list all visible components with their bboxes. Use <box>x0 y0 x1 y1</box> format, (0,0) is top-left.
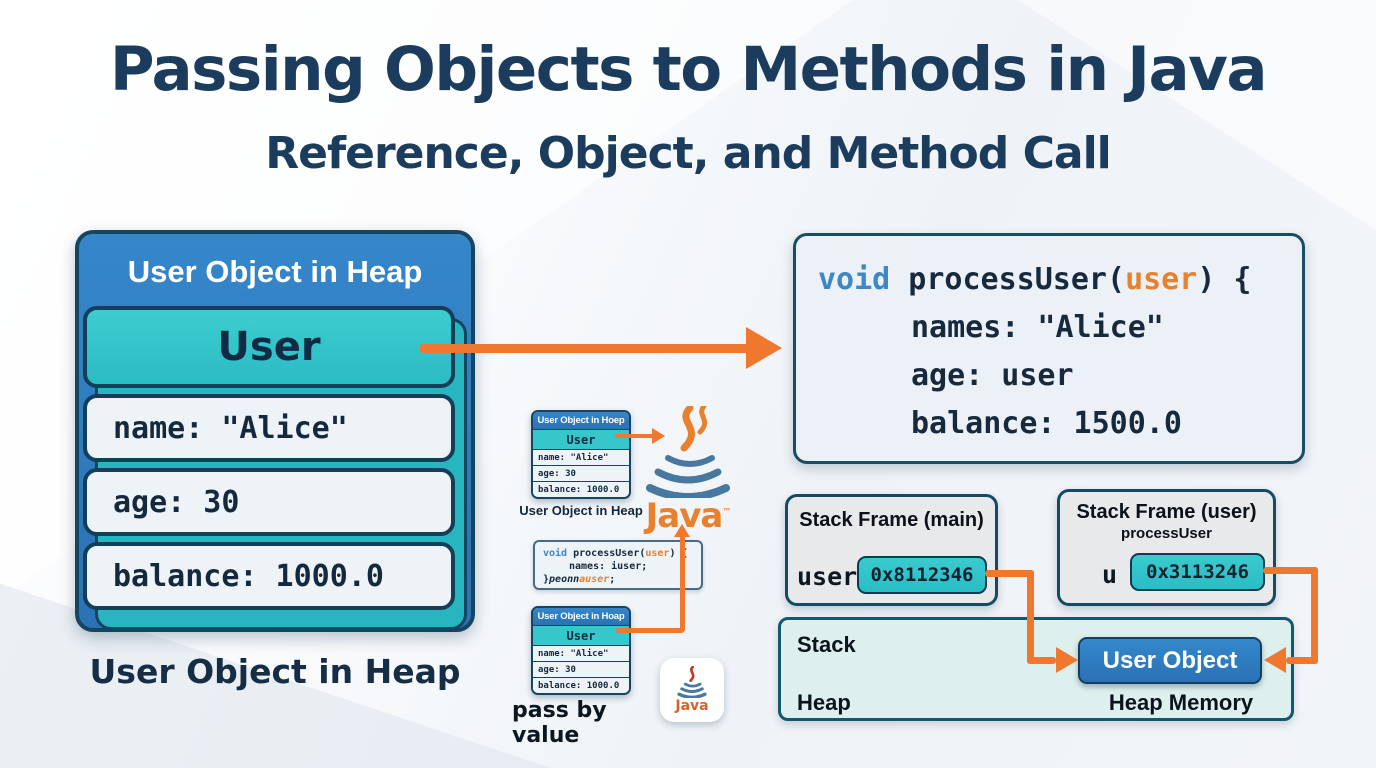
arrow-main-ref-h1 <box>985 570 1034 577</box>
mini-code-line2: names: iuser; <box>569 561 648 572</box>
stack-label: Stack <box>797 632 856 657</box>
mini-card-top-class: User <box>533 429 629 450</box>
arrow-object-to-method-line <box>420 344 750 353</box>
field-row-name: name: "Alice" <box>83 394 455 462</box>
address-pill-main: 0x8112346 <box>857 556 987 594</box>
arrow-mini-to-java-head <box>652 428 665 444</box>
java-logo-icon: Java™ <box>638 403 738 536</box>
field-row-balance: balance: 1000.0 <box>83 542 455 610</box>
stack-frame-user-title: Stack Frame (user) <box>1076 501 1257 523</box>
mini-heap-card-top: User Object in Hoep User name: "Alice" a… <box>531 410 631 499</box>
mini-field-age: age: 30 <box>533 662 629 678</box>
mini-code-line1: void processUser(user) { <box>543 548 688 559</box>
code-line-balance: balance: 1500.0 <box>911 406 1182 441</box>
java-badge-label: Java <box>675 698 709 714</box>
code-line-signature: void processUser(user) { <box>818 262 1252 297</box>
arrow-card-to-java-hline <box>616 628 684 633</box>
arrow-main-ref-v <box>1027 570 1034 664</box>
mini-field-age: age: 30 <box>533 466 629 482</box>
heap-card-caption: User Object in Heap <box>89 652 461 691</box>
arrow-mini-to-java-line <box>615 434 653 438</box>
heap-memory-label: Heap Memory <box>1108 690 1254 715</box>
mini-heap-card-bottom: User Object in Hoap User name: "Alice" a… <box>531 606 631 695</box>
mini-card-bottom-class: User <box>533 625 629 646</box>
user-object-node: User Object <box>1078 637 1262 684</box>
code-line-names: names: "Alice" <box>911 310 1164 345</box>
stack-frame-user-subtitle: processUser <box>1121 525 1212 542</box>
java-badge: Java <box>660 658 724 722</box>
arrow-u-ref-h2 <box>1286 657 1318 664</box>
field-row-age: age: 30 <box>83 468 455 536</box>
page-title: Passing Objects to Methods in Java <box>109 34 1268 105</box>
arrow-object-to-method-head <box>746 327 782 369</box>
mini-card-bottom-header: User Object in Hoap <box>533 608 629 625</box>
page-subtitle: Reference, Object, and Method Call <box>265 128 1112 179</box>
mini-card-top-caption: User Object in Heap <box>519 503 643 518</box>
heap-card-header: User Object in Heap <box>127 254 423 289</box>
arrow-u-ref-head <box>1264 647 1286 673</box>
code-line-age: age: user <box>911 358 1074 393</box>
class-name-header: User <box>83 306 455 388</box>
mini-field-balance: balance: 1000.0 <box>533 678 629 693</box>
arrow-u-ref-v <box>1311 567 1318 664</box>
heap-label: Heap <box>797 690 851 715</box>
var-user-label: user <box>797 562 858 591</box>
pass-by-value-caption: pass by value <box>512 698 607 748</box>
java-trademark: ™ <box>722 507 731 518</box>
mini-card-top-header: User Object in Hoep <box>533 412 629 429</box>
mini-code-line3: }peonnauser; <box>543 574 616 585</box>
arrow-card-to-java-head <box>674 524 690 537</box>
arrow-u-ref-h1 <box>1263 567 1318 574</box>
address-pill-user: 0x3113246 <box>1130 553 1265 591</box>
stack-frame-main-title: Stack Frame (main) <box>799 509 984 531</box>
arrow-main-ref-head <box>1056 647 1078 673</box>
java-cup-icon <box>646 403 730 501</box>
mini-field-name: name: "Alice" <box>533 646 629 662</box>
java-badge-icon <box>677 666 707 698</box>
method-code-block: void processUser(user) { names: "Alice" … <box>793 233 1305 464</box>
arrow-card-to-java-vline <box>680 536 685 632</box>
mini-code-snippet: void processUser(user) { names: iuser; }… <box>533 540 703 590</box>
mini-field-balance: balance: 1000.0 <box>533 482 629 497</box>
var-u-label: u <box>1102 560 1118 589</box>
mini-field-name: name: "Alice" <box>533 450 629 466</box>
arrow-main-ref-h2 <box>1027 657 1056 664</box>
